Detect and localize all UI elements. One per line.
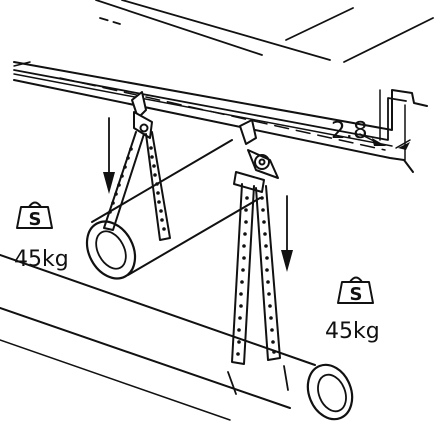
thickness-label: 2.8: [331, 118, 368, 144]
left-strap-perforations: [108, 146, 166, 231]
right-hanger: [227, 119, 289, 395]
left-hanger: [103, 91, 171, 241]
load-arrow-left: [103, 117, 115, 194]
c-channel-rail: [13, 61, 428, 173]
weight-symbol-right: S: [350, 284, 363, 305]
weight-icon-left: S: [16, 201, 53, 230]
left-weight-label: 45kg: [14, 247, 69, 272]
load-arrow-right: [281, 195, 293, 272]
right-strap-perforations: [236, 196, 276, 356]
background-slab-lines: [95, 0, 434, 63]
upper-pipe: [85, 139, 261, 280]
weight-icon-right: S: [337, 276, 374, 305]
lower-pipe: [0, 254, 354, 421]
weight-symbol-left: S: [29, 209, 42, 230]
right-weight-label: 45kg: [325, 319, 380, 344]
thickness-dimension: [359, 133, 411, 150]
